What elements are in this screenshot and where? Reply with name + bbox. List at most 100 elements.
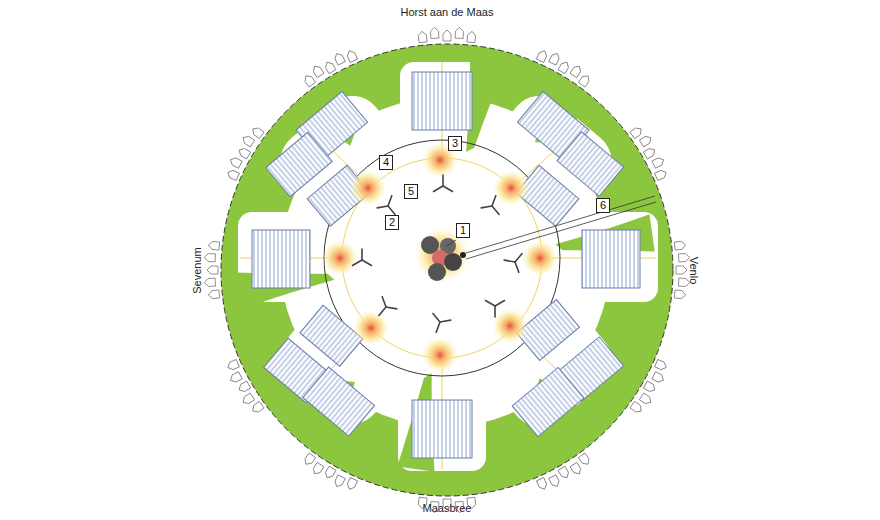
callout-number: 1 — [456, 223, 470, 238]
house-sketch — [630, 401, 644, 414]
turbine-blade — [486, 301, 496, 307]
house-sketch — [241, 134, 255, 147]
house-sketch — [430, 27, 439, 38]
house-sketch — [229, 372, 242, 384]
house-sketch — [467, 31, 476, 43]
callout-number: 3 — [448, 136, 462, 151]
house-sketch — [558, 60, 570, 74]
house-sketch — [578, 73, 591, 87]
green-ring — [221, 44, 673, 496]
house-sketch — [643, 381, 657, 393]
turbine-blade — [353, 260, 363, 266]
house-sketch — [311, 462, 324, 476]
house-sketch — [674, 241, 686, 250]
house-sketch — [676, 266, 687, 274]
house-sketch — [674, 290, 686, 299]
turbine-blade — [515, 254, 522, 262]
house-sketch — [639, 393, 653, 406]
turbine-blade — [434, 186, 444, 192]
house-sketch — [346, 49, 358, 62]
green-fingers — [235, 53, 654, 471]
house-sketch — [549, 475, 561, 488]
central-plant — [421, 236, 466, 281]
house-sketch — [655, 169, 668, 181]
house-sketch — [226, 169, 239, 181]
house-sketch — [630, 126, 644, 139]
house-sketch — [250, 401, 264, 414]
house-sketch — [652, 156, 665, 168]
turbine-blade — [388, 206, 395, 214]
place-name: Sevenum — [191, 247, 204, 293]
turbine-blade — [362, 260, 372, 266]
turbine-blade — [442, 175, 444, 186]
turbine-blade — [492, 196, 496, 206]
place-name: Horst aan de Maas — [401, 6, 494, 19]
turbine-blade — [361, 249, 363, 260]
place-name: Maasbree — [423, 502, 472, 515]
callout-number: 2 — [385, 215, 399, 230]
wind-turbines — [353, 175, 523, 332]
turbine-blade — [504, 260, 515, 262]
turbine-blade — [443, 186, 453, 192]
turbine-blade — [436, 322, 440, 332]
house-sketch — [324, 466, 336, 480]
yellow-grid — [240, 62, 656, 470]
callout-number: 4 — [379, 155, 393, 170]
house-sketch — [311, 64, 324, 78]
house-sketch — [208, 241, 220, 250]
house-sketch — [250, 126, 264, 139]
turbine-blade — [377, 206, 388, 208]
turbine-blade — [388, 196, 392, 206]
turbine-blade — [382, 297, 386, 307]
house-sketch — [570, 64, 583, 78]
house-sketch — [639, 134, 653, 147]
house-sketch — [536, 478, 548, 491]
boundary — [221, 44, 673, 496]
turbine-blade — [433, 314, 440, 322]
house-sketch — [226, 359, 239, 371]
house-sketch — [303, 73, 316, 87]
house-sketch — [324, 60, 336, 74]
turbine-blade — [440, 320, 451, 322]
heat-points — [322, 142, 558, 373]
house-sketch — [333, 475, 345, 488]
greenhouses — [252, 72, 640, 458]
house-sketch — [570, 462, 583, 476]
callout-number: 6 — [596, 198, 610, 213]
place-name: Venlo — [687, 256, 700, 284]
house-sketch — [558, 466, 570, 480]
turbine-blade — [379, 307, 386, 315]
house-sketch — [678, 253, 689, 262]
house-sketch — [443, 30, 451, 41]
house-sketch — [208, 290, 220, 299]
house-sketch — [237, 147, 251, 159]
house-sketch — [204, 253, 215, 262]
house-sketch — [418, 31, 427, 43]
turbine-blade — [495, 301, 505, 307]
turbine-blade — [494, 306, 496, 317]
house-sketch — [652, 372, 665, 384]
house-sketch — [241, 393, 255, 406]
house-sketch — [678, 278, 689, 287]
house-sketch — [333, 52, 345, 65]
callout-number: 5 — [404, 184, 418, 199]
house-sketch — [536, 49, 548, 62]
house-sketch — [303, 453, 316, 467]
house-sketch — [578, 453, 591, 467]
house-sketch — [229, 156, 242, 168]
house-sketch — [643, 147, 657, 159]
house-sketch — [204, 278, 215, 287]
house-sketch — [549, 52, 561, 65]
house-sketch — [655, 359, 668, 371]
town-sketches — [204, 27, 690, 513]
house-sketch — [237, 381, 251, 393]
house-sketch — [207, 266, 218, 274]
turbine-blade — [492, 206, 499, 214]
house-sketch — [346, 478, 358, 491]
built-area — [238, 62, 658, 471]
turbine-blade — [515, 262, 519, 272]
turbine-blade — [386, 307, 397, 309]
turbine-blade — [481, 206, 492, 208]
